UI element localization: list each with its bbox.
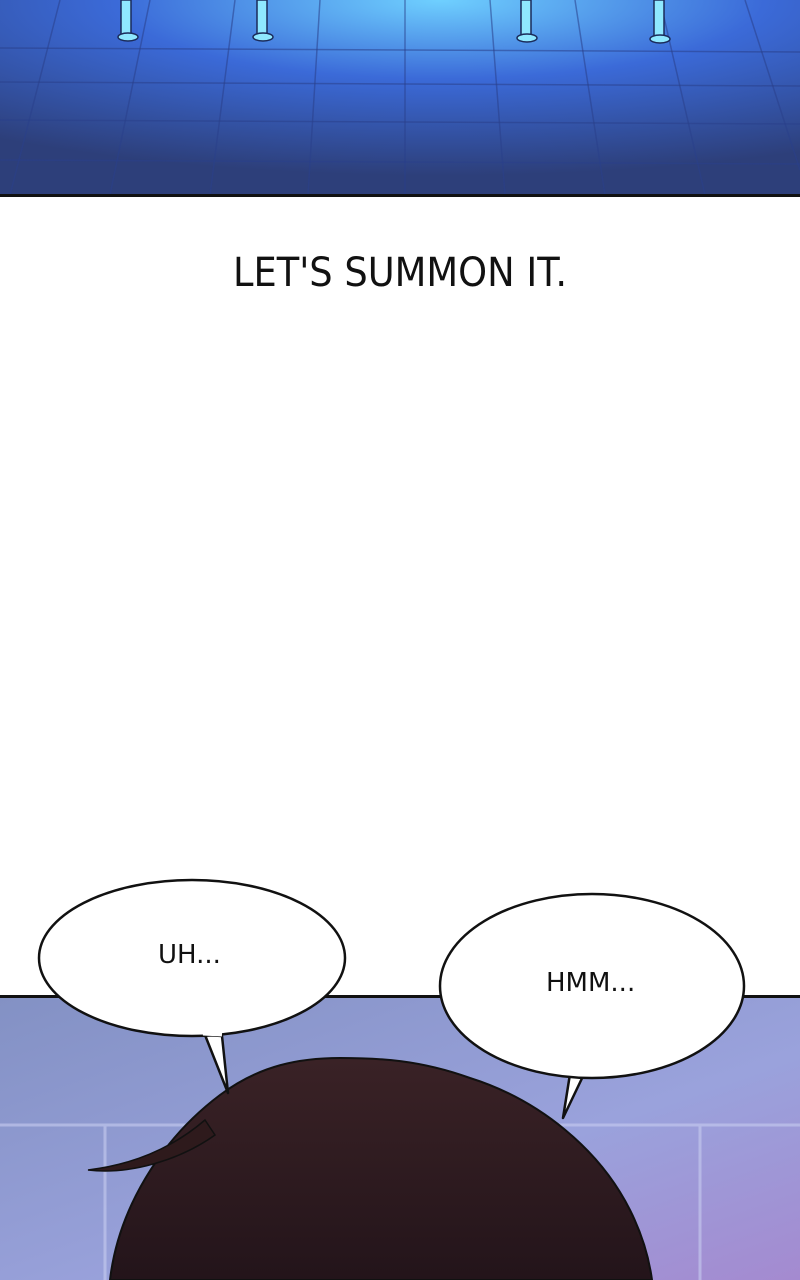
bubble-text-right: HMM... xyxy=(546,968,636,998)
bottom-panel-border xyxy=(0,995,800,998)
hair xyxy=(108,1056,654,1280)
top-panel-floor xyxy=(0,0,800,196)
speech-bubble-right xyxy=(438,892,746,1120)
bubble-text-left: UH... xyxy=(158,940,221,970)
narration-text: LET'S SUMMON IT. xyxy=(232,250,568,296)
glowing-pillars xyxy=(117,0,671,44)
speech-bubble-left xyxy=(37,878,347,1095)
top-panel-border xyxy=(0,194,800,197)
hair-flick xyxy=(87,1118,217,1172)
